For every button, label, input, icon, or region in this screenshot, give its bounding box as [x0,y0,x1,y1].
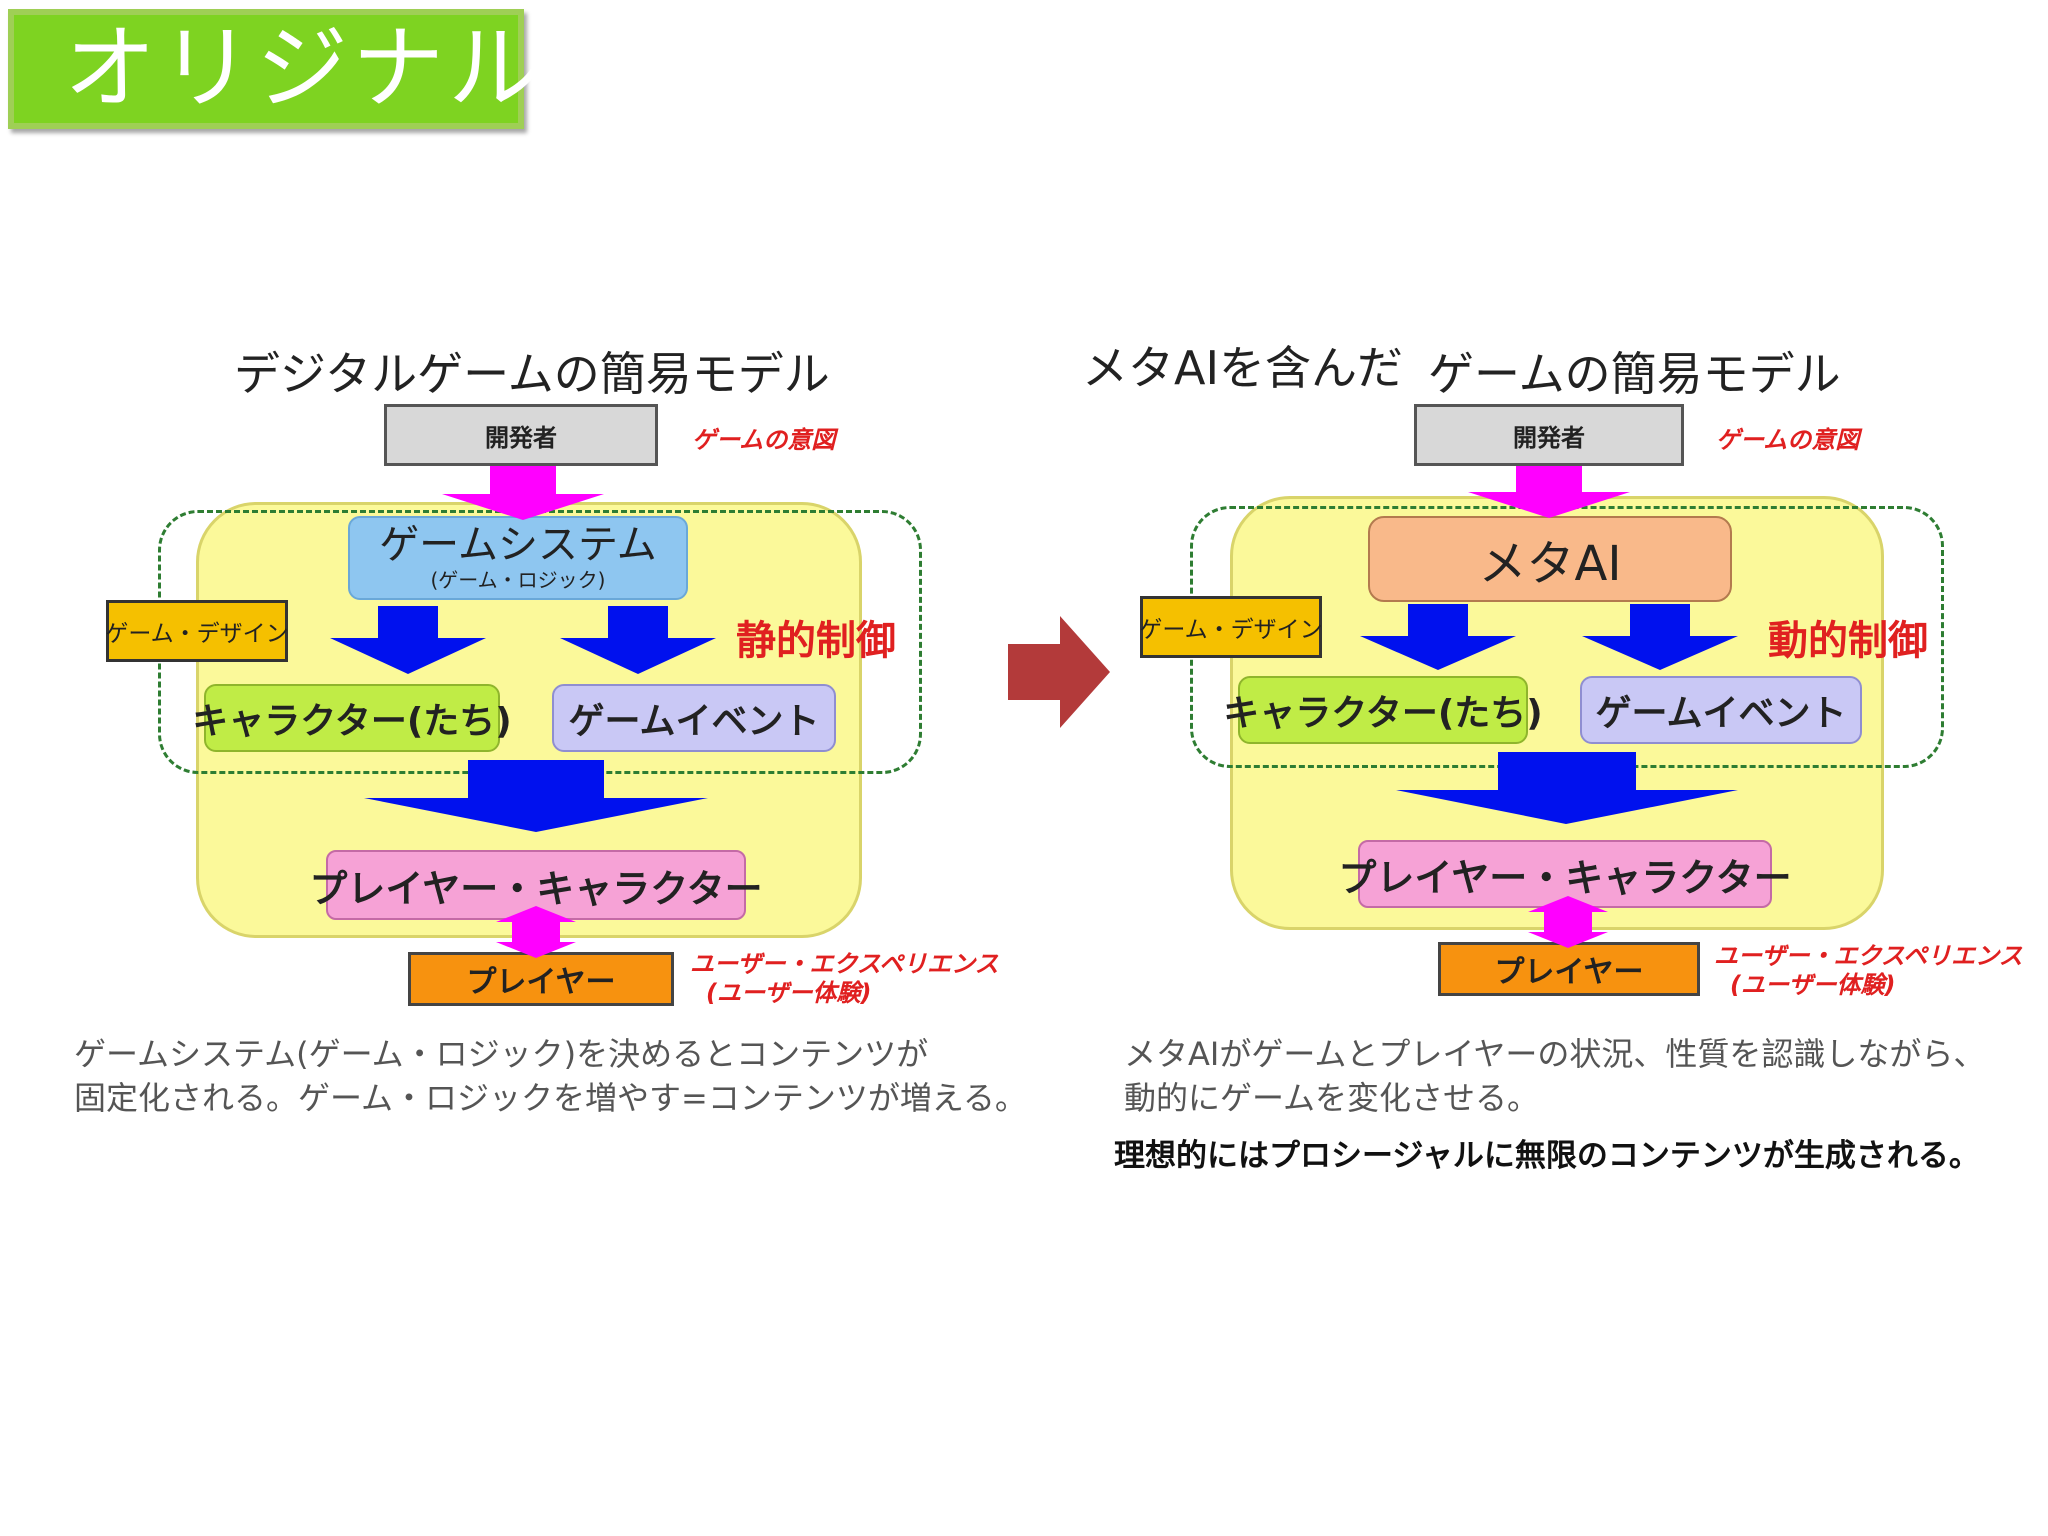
left-caption-line1: ゲームシステム(ゲーム・ロジック)を決めるとコンテンツが [74,1035,929,1073]
left-ux-label-line1: ユーザー・エクスペリエンス [690,950,999,978]
left-ux-label: ユーザー・エクスペリエンス (ユーザー体験) [690,950,999,1008]
left-developer-arrow [442,466,604,520]
right-developer-arrow [1468,466,1630,518]
left-title: デジタルゲームの簡易モデル [234,347,830,401]
right-blue-arrow-to-characters [1360,604,1516,670]
right-big-blue-arrow [1396,752,1738,824]
left-game-system-sublabel: (ゲーム・ロジック) [430,568,606,592]
left-game-design-box: ゲーム・デザイン [105,600,289,662]
original-badge: オリジナル [8,9,540,129]
left-caption-line2: 固定化される。ゲーム・ロジックを増やす=コンテンツが増える。 [74,1079,1027,1117]
left-static-control-label: 静的制御 [736,618,896,664]
transition-arrow [1008,616,1110,728]
left-caption: ゲームシステム(ゲーム・ロジック)を決めるとコンテンツが 固定化される。ゲーム・… [74,1032,1027,1120]
left-diagram: デジタルゲームの簡易モデル 開発者 ゲームの意図 ゲームシステム (ゲーム・ロジ… [74,347,1027,1120]
right-double-arrow [1528,896,1608,948]
left-ux-label-line2: (ユーザー体験) [706,978,872,1007]
left-player-character-box: プレイヤー・キャラクター [309,850,763,920]
left-big-blue-arrow [364,760,708,832]
left-game-event-box: ゲームイベント [552,684,836,752]
left-double-arrow [496,906,576,958]
left-developer-box: 開発者 [384,404,658,466]
right-blue-arrow-to-events [1582,604,1738,670]
left-game-system-label: ゲームシステム [379,522,657,568]
left-game-system-box: ゲームシステム (ゲーム・ロジック) [348,516,688,600]
left-characters-box: キャラクター(たち) [192,684,512,752]
left-blue-arrow-to-events [560,606,716,674]
left-blue-arrow-to-characters [330,606,486,674]
left-intent-label: ゲームの意図 [692,426,836,454]
